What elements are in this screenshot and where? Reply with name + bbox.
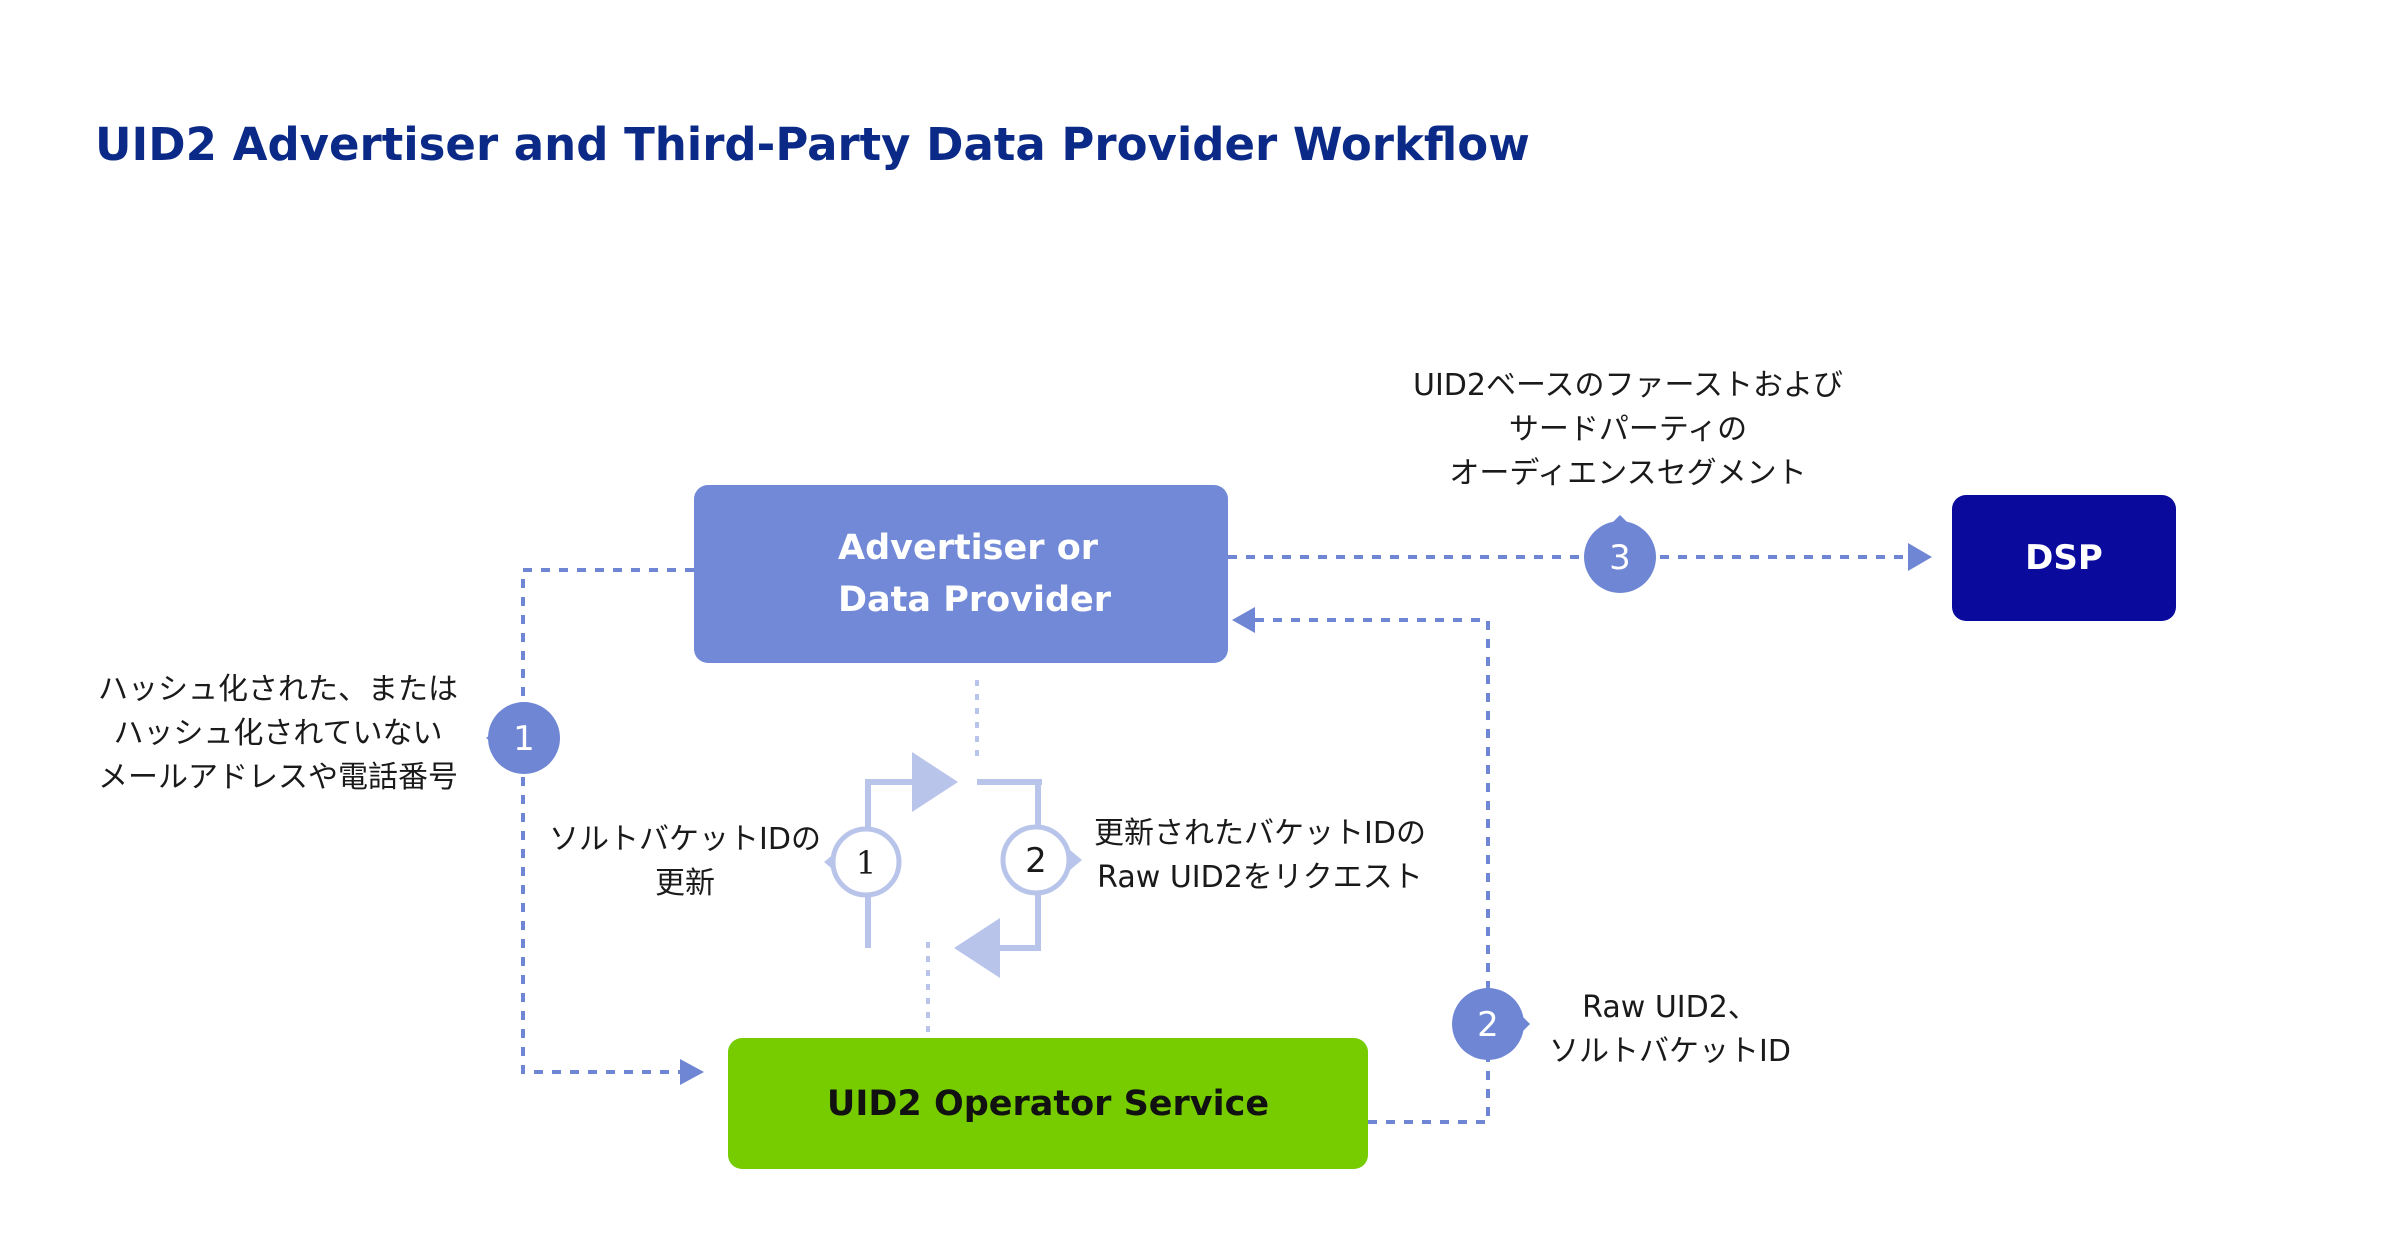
step3-badge-number: 3: [1609, 538, 1631, 578]
loop-sub1-label-line: ソルトバケットIDの: [549, 822, 821, 857]
step1-label-line: メールアドレスや電話番号: [98, 760, 458, 795]
advertiser-node-line1: Advertiser or: [838, 528, 1099, 568]
loop-sub2-label-line: 更新されたバケットIDの: [1094, 816, 1426, 851]
step2-badge-number: 2: [1477, 1005, 1499, 1045]
step3-label-line: サードパーティの: [1508, 412, 1748, 447]
operator-node-label: UID2 Operator Service: [826, 1083, 1270, 1124]
advertiser-node-line2: Data Provider: [838, 580, 1112, 620]
step3-label: UID2ベースのファーストおよび サードパーティの オーディエンスセグメント: [1395, 364, 1861, 496]
loop-bottom-arrowhead: [954, 918, 1000, 978]
step3-arrowhead: [1908, 543, 1932, 571]
step1-badge: [486, 702, 560, 774]
loop-badge-2: [1000, 824, 1082, 896]
loop-sub1-label: ソルトバケットIDの 更新: [535, 818, 835, 906]
step3-label-line: UID2ベースのファーストおよび: [1413, 368, 1843, 403]
step1-arrowhead: [680, 1059, 704, 1085]
loop-badge-1-number: 1: [856, 844, 876, 882]
step1-label-line: ハッシュ化された、または: [98, 672, 458, 707]
step3-badge: [1584, 515, 1656, 593]
loop-sub2-label: 更新されたバケットIDの Raw UID2をリクエスト: [1075, 812, 1445, 900]
loop-sub1-label-line: 更新: [655, 866, 715, 901]
loop-badge-2-number: 2: [1025, 841, 1047, 881]
step2-arrowhead: [1232, 607, 1255, 633]
step2-badge: [1452, 988, 1530, 1060]
step3-label-line: オーディエンスセグメント: [1449, 456, 1807, 491]
operator-node: UID2 Operator Service: [728, 1038, 1368, 1169]
step1-connector: [521, 568, 694, 1074]
step2-connector: [1255, 618, 1490, 1124]
step2-label-line: ソルトバケットID: [1549, 1034, 1791, 1069]
loop-badge-1: [824, 826, 902, 898]
dsp-node: DSP: [1952, 495, 2176, 621]
step1-label: ハッシュ化された、または ハッシュ化されていない メールアドレスや電話番号: [75, 668, 481, 800]
step2-label-line: Raw UID2、: [1582, 990, 1758, 1025]
step1-badge-number: 1: [513, 719, 535, 759]
dsp-node-label: DSP: [2025, 538, 2103, 578]
loop-top-arrowhead: [912, 752, 958, 812]
step2-label: Raw UID2、 ソルトバケットID: [1530, 986, 1810, 1074]
loop-sub2-label-line: Raw UID2をリクエスト: [1097, 860, 1423, 895]
advertiser-node: Advertiser or Data Provider: [694, 485, 1228, 663]
step1-label-line: ハッシュ化されていない: [113, 716, 443, 751]
page-title: UID2 Advertiser and Third-Party Data Pro…: [95, 118, 1530, 171]
